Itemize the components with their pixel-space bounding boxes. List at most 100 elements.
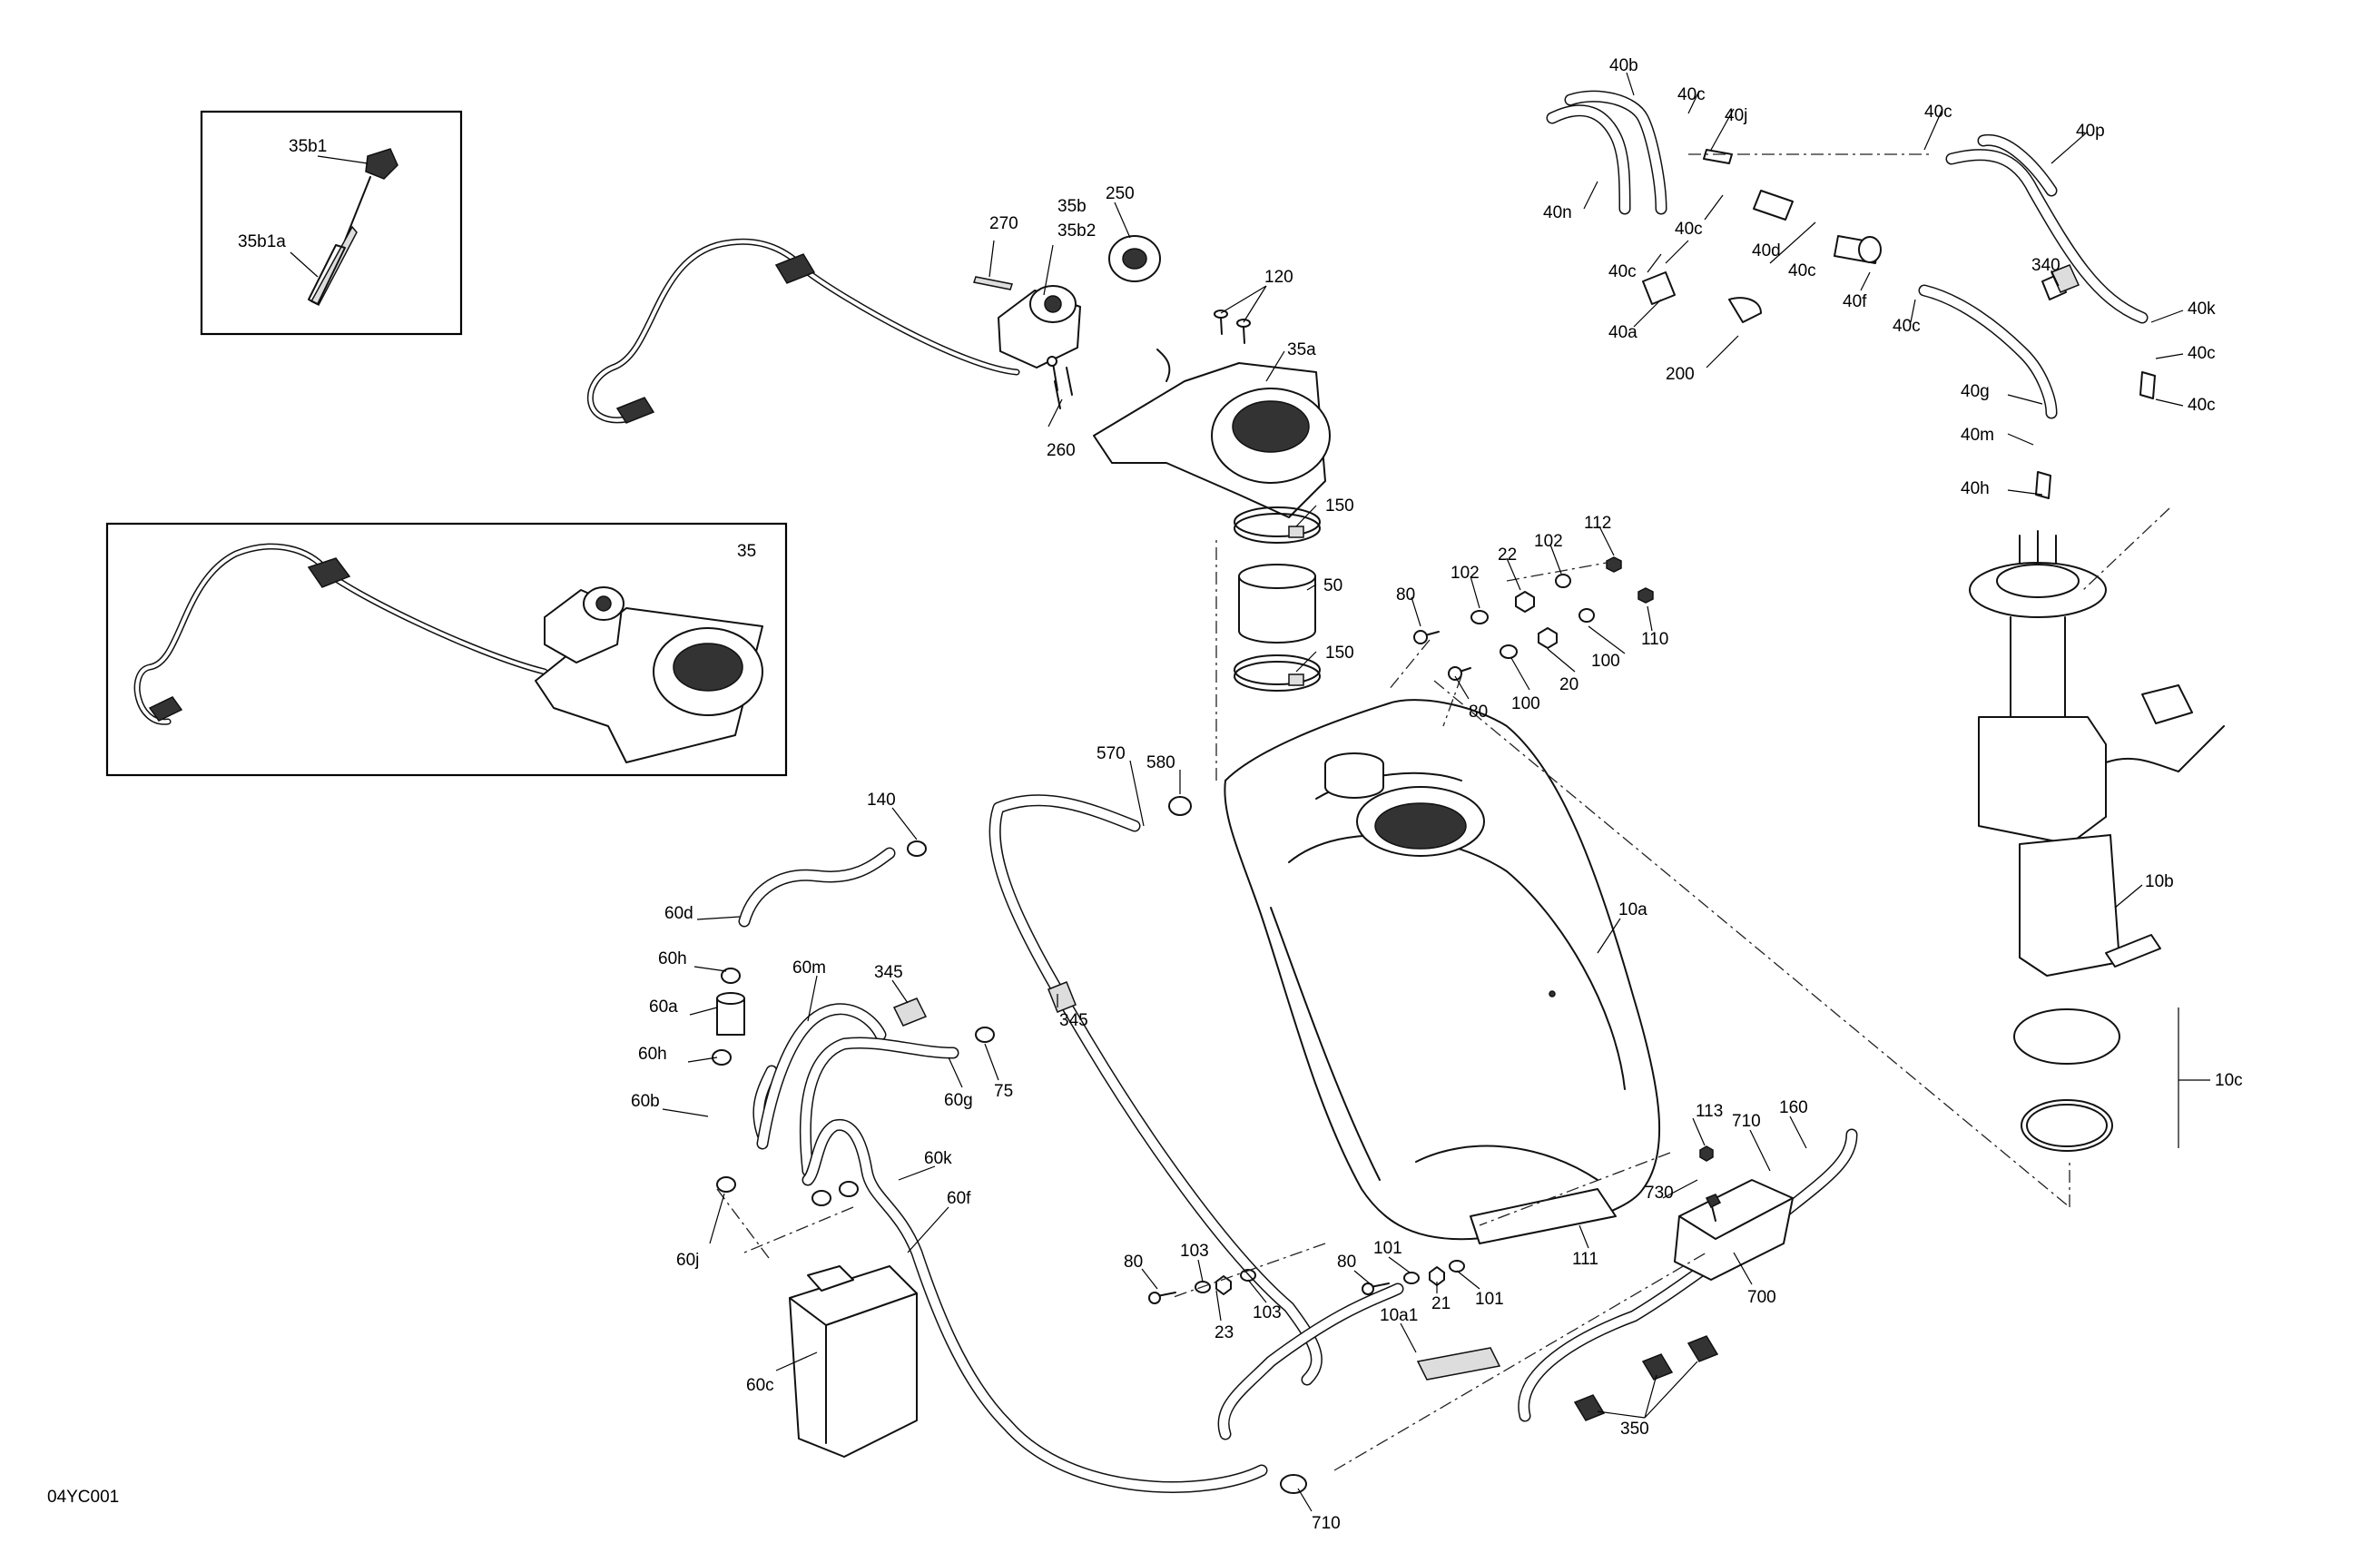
callout-102-b: 102 (1534, 532, 1563, 551)
lower-hardware (1148, 1145, 1722, 1304)
callout-20: 20 (1559, 675, 1578, 694)
callout-40j: 40j (1725, 106, 1747, 125)
ignition-nut-250 (1108, 235, 1161, 282)
callout-leaders (290, 72, 2210, 1512)
callout-10b: 10b (2145, 872, 2174, 891)
lock-ring-10c (2013, 1008, 2120, 1152)
callout-80-upper: 80 (1396, 585, 1415, 604)
callout-60k: 60k (924, 1149, 952, 1168)
callout-23: 23 (1215, 1323, 1234, 1342)
callout-40a: 40a (1608, 323, 1637, 342)
callout-35: 35 (737, 542, 756, 561)
callout-345-left: 345 (874, 963, 903, 982)
callout-160: 160 (1779, 1098, 1808, 1117)
callout-60f: 60f (947, 1189, 971, 1208)
callout-112: 112 (1584, 514, 1611, 533)
callout-250: 250 (1106, 184, 1135, 203)
assembly-centerlines (716, 153, 2170, 1471)
callout-80-bottom-right: 80 (1337, 1253, 1356, 1272)
fuel-pump-10b (1969, 530, 2225, 977)
callout-40g: 40g (1961, 382, 1990, 401)
hose-50 (1238, 564, 1316, 644)
callout-60j: 60j (676, 1251, 699, 1270)
callout-10a: 10a (1618, 900, 1647, 919)
charcoal-canister-60c (789, 1265, 918, 1458)
callout-100-a: 100 (1511, 694, 1540, 713)
callout-50: 50 (1323, 576, 1342, 595)
callout-345-center: 345 (1059, 1011, 1088, 1030)
callout-10a1: 10a1 (1380, 1306, 1418, 1325)
callout-270: 270 (989, 214, 1018, 233)
callout-35b1: 35b1 (289, 137, 327, 156)
filler-bracket-35a (1093, 349, 1331, 518)
ecu-700 (1674, 1179, 1794, 1281)
callout-40m: 40c (2188, 396, 2216, 415)
callout-40c-7: 40c (2188, 344, 2216, 363)
callout-60h-upper: 60h (658, 949, 687, 968)
clips-345 (892, 264, 2080, 1027)
rollover-valve-60a (716, 992, 745, 1036)
callout-35b: 35b (1057, 197, 1087, 216)
callout-75: 75 (994, 1082, 1013, 1101)
screws-260 (1047, 356, 1073, 409)
callout-120: 120 (1264, 268, 1293, 287)
callout-40c-2: 40c (1924, 103, 1952, 122)
wire-harness (587, 238, 1020, 424)
callout-40n: 40n (1543, 203, 1572, 222)
callout-730: 730 (1645, 1184, 1674, 1203)
callout-200: 200 (1666, 365, 1695, 384)
callout-110: 110 (1641, 630, 1668, 649)
callout-340: 340 (2031, 256, 2060, 275)
callout-labels: 35b1 35b1a 35 270 35b 35b2 250 120 35a 2… (238, 56, 2243, 1533)
tank-hardware (1413, 556, 1654, 681)
callout-260: 260 (1047, 441, 1076, 460)
callout-60a: 60a (649, 998, 678, 1017)
callout-111: 111 (1572, 1250, 1598, 1269)
callout-60m: 60m (792, 958, 826, 978)
callout-60d: 60d (664, 904, 693, 923)
callout-40c-4: 40c (1788, 261, 1816, 280)
callout-570: 570 (1097, 744, 1126, 763)
callout-60g: 60g (944, 1091, 973, 1110)
assembly-inset-frame (105, 522, 788, 777)
clamps-350 (1573, 1335, 1719, 1421)
callout-40d: 40d (1752, 241, 1781, 260)
callout-35a: 35a (1287, 340, 1316, 359)
screws-120 (1214, 310, 1251, 344)
callout-40b: 40b (1609, 56, 1638, 75)
seal-270 (973, 276, 1013, 290)
figure-code: 04YC001 (47, 1488, 119, 1507)
callout-40h: 40h (1961, 479, 1990, 498)
callout-150-top: 150 (1325, 496, 1354, 516)
callout-350: 350 (1620, 1420, 1649, 1439)
callout-80-lower: 80 (1469, 703, 1488, 722)
callout-40f: 40f (1843, 292, 1867, 311)
ignition-switch (998, 285, 1081, 369)
callout-40p: 40p (2076, 122, 2105, 141)
small-clamps (712, 796, 1307, 1494)
callout-580: 580 (1146, 753, 1175, 772)
callout-40k: 40k (2188, 300, 2216, 319)
callout-102-a: 102 (1451, 564, 1480, 583)
evap-hoses (738, 794, 1858, 1493)
callout-40c-8: 40m (1961, 426, 1994, 445)
key-illustration (308, 148, 398, 306)
callout-80-bottom-left: 80 (1124, 1253, 1143, 1272)
callout-101-b: 101 (1475, 1290, 1504, 1309)
assembly-inset-illustration (133, 543, 763, 763)
callout-35b1a: 35b1a (238, 232, 286, 251)
callout-140: 140 (867, 791, 896, 810)
callout-40c-3: 40c (1675, 220, 1703, 239)
callout-10c: 10c (2215, 1071, 2243, 1090)
callout-40c-5: 40c (1608, 262, 1637, 281)
pad-10a1 (1416, 1347, 1501, 1381)
callout-60b: 60b (631, 1092, 660, 1111)
callout-103-a: 103 (1180, 1242, 1209, 1261)
callout-150-bottom: 150 (1325, 644, 1354, 663)
clamp-150-bottom (1234, 654, 1321, 692)
callout-113: 113 (1696, 1102, 1723, 1121)
callout-35b2: 35b2 (1057, 221, 1096, 241)
callout-700: 700 (1747, 1288, 1776, 1307)
callout-100-b: 100 (1591, 652, 1620, 671)
